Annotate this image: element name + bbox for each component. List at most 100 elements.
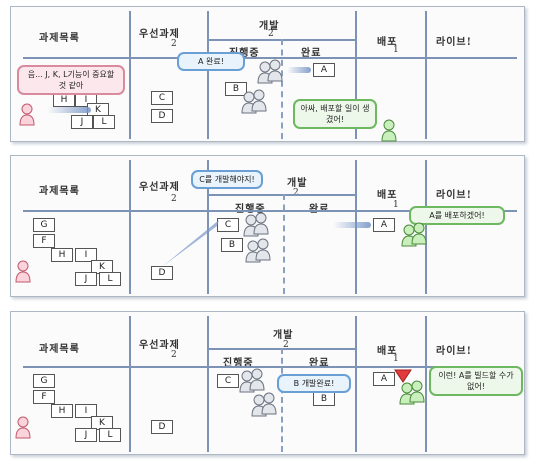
column-divider-dashed [283,194,285,294]
column-limit-priority: 2 [171,194,177,204]
task-card: C [217,218,239,232]
motion-streak [333,222,371,228]
task-card: I [75,404,97,418]
task-card: A [373,218,395,232]
column-limit-dev: 2 [293,188,299,198]
product-owner-person-icon [15,416,31,439]
column-divider [207,316,209,452]
developer-group-icon [257,59,283,84]
task-card: G [33,374,55,388]
column-header-dev: 개발 [273,330,294,341]
task-card: J [71,115,93,129]
task-card: B [221,238,243,252]
task-card: J [75,428,97,442]
column-header-backlog: 과제목록 [39,33,80,44]
kanban-panel-1: 과제목록 우선과제 2 개발 2 진행중 완료 배포 1 라이브! H I K … [10,6,525,142]
header-divider [23,57,517,59]
product-owner-person-icon [19,103,35,126]
column-header-done: 완료 [301,48,322,59]
column-header-in-progress: 진행중 [229,48,260,59]
header-divider [23,210,517,212]
column-divider [355,316,357,452]
task-card: L [93,115,115,129]
column-header-dev: 개발 [287,178,308,189]
product-owner-person-icon [15,260,31,283]
header-divider [23,366,517,368]
kanban-panel-3: 과제목록 우선과제 2 개발 2 진행중 완료 배포 1 라이브! G F H … [10,311,525,455]
task-card: C [151,91,173,105]
column-divider [355,11,357,139]
motion-streak [47,107,91,113]
column-header-backlog: 과제목록 [39,344,80,355]
column-limit-priority: 2 [171,350,177,360]
column-divider [425,11,427,139]
speech-bubble-developer: C를 개발해야지! [191,170,263,189]
column-divider [425,316,427,452]
task-card: A [313,63,335,77]
column-header-priority: 우선과제 [139,340,180,351]
column-header-in-progress: 진행중 [235,200,266,215]
column-header-deploy: 배포 [377,190,398,201]
column-header-live: 라이브! [436,37,472,48]
column-header-priority: 우선과제 [139,29,180,40]
column-header-priority: 우선과제 [139,182,180,193]
column-header-done: 완료 [309,358,330,369]
warning-flag-icon [394,369,412,383]
task-card: H [51,404,73,418]
dev-subheader-line [207,194,355,196]
column-limit-dev: 2 [283,340,289,350]
task-card: A [373,372,395,386]
task-card: B [313,392,335,406]
column-header-backlog: 과제목록 [39,186,80,197]
column-header-in-progress: 진행중 [223,358,254,369]
task-card: C [217,374,239,388]
column-divider [129,11,131,139]
speech-bubble-operator: A를 배포하겠어! [409,206,505,225]
developer-group-icon [245,238,271,263]
column-limit-deploy: 1 [393,354,399,364]
motion-streak [287,67,311,73]
task-card: L [99,272,121,286]
task-card: D [151,266,173,280]
developer-group-icon [241,89,267,114]
motion-streak [163,220,219,266]
column-divider [207,160,209,294]
speech-bubble-operator: 아싸, 배포할 일이 생겼어! [293,99,377,129]
task-card: L [99,428,121,442]
column-header-dev: 개발 [259,21,280,32]
developer-group-icon [251,392,277,417]
column-limit-deploy: 1 [393,45,399,55]
task-card: F [33,234,55,248]
operator-person-icon [381,119,397,142]
column-header-done: 완료 [309,200,329,215]
task-card: D [151,420,173,434]
column-header-deploy: 배포 [377,37,398,48]
task-card: J [75,272,97,286]
column-divider [129,316,131,452]
column-header-live: 라이브! [436,190,472,201]
column-header-deploy: 배포 [377,346,398,357]
column-limit-deploy: 1 [393,200,399,210]
kanban-panel-2: 과제목록 우선과제 2 개발 2 진행중 완료 배포 1 라이브! G F H … [10,155,525,297]
speech-bubble-developer: A 완료! [177,52,245,71]
speech-bubble-developer: B 개발완료! [277,374,351,393]
operator-group-icon [401,222,427,247]
operator-group-icon [399,380,425,405]
speech-bubble-product-owner: 음... J, K, L기능이 중요할 것 같아 [17,65,125,95]
speech-bubble-operator: 이런! A를 빌드할 수가 없어! [429,366,523,396]
column-divider-dashed [281,39,283,139]
task-card: G [33,218,55,232]
column-limit-dev: 2 [268,29,274,39]
task-card: F [33,390,55,404]
developer-group-icon [243,212,269,237]
column-limit-priority: 2 [171,39,177,49]
column-header-live: 라이브! [436,346,472,357]
task-card: D [151,109,173,123]
column-divider [425,160,427,294]
task-card: I [75,248,97,262]
task-card: H [53,93,75,107]
column-divider [129,160,131,294]
column-divider [207,11,209,139]
task-card: H [51,248,73,262]
column-divider-dashed [281,348,283,452]
